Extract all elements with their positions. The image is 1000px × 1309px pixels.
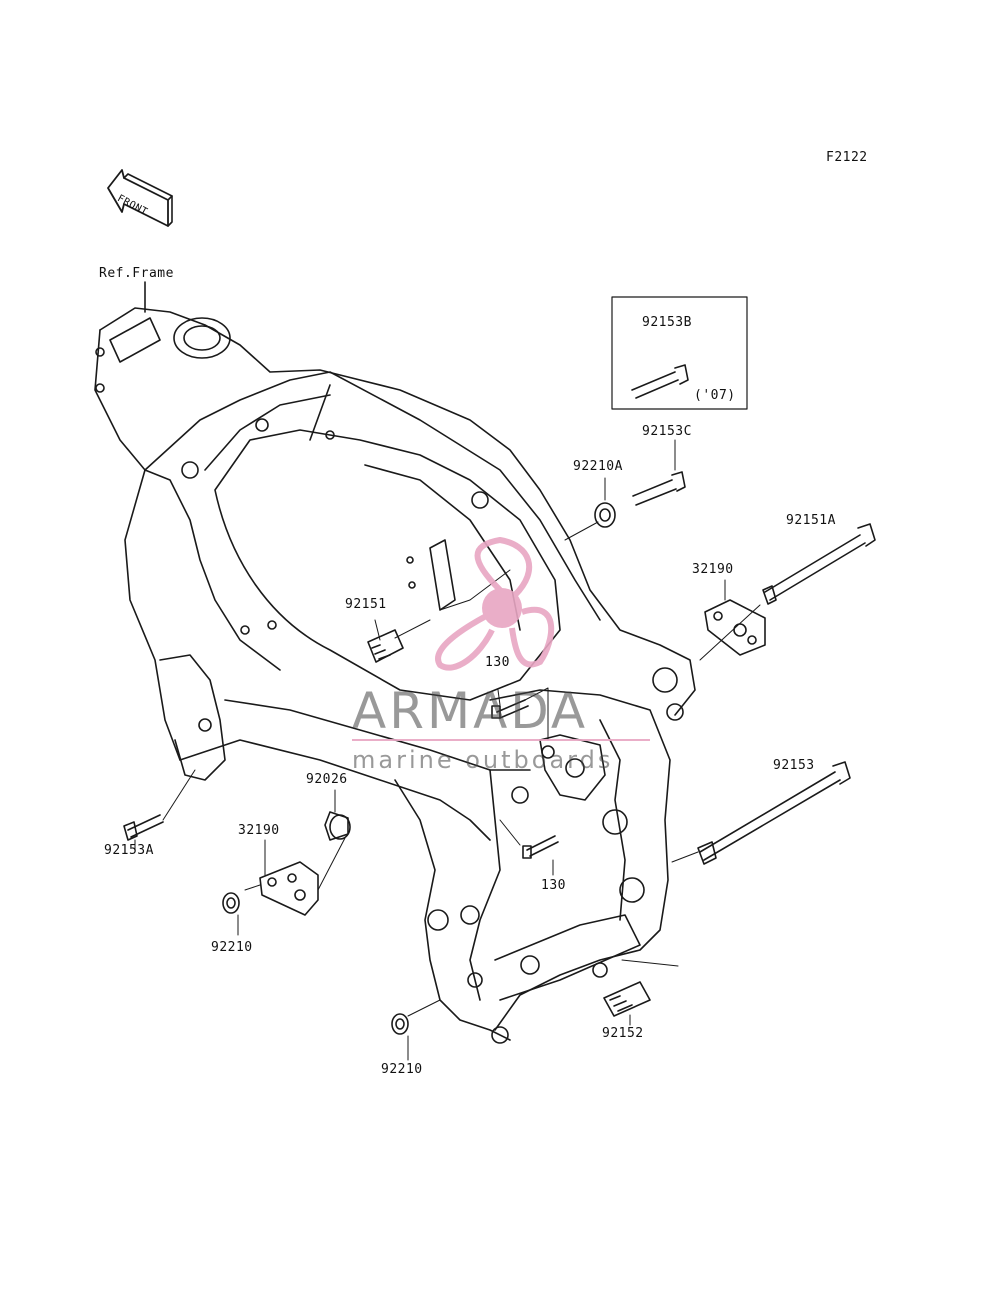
part-label-92026[interactable]: 92026 [306, 772, 348, 787]
part-label-92151[interactable]: 92151 [345, 597, 387, 612]
part-label-92210-left[interactable]: 92210 [211, 940, 253, 955]
nut-92210a [564, 477, 616, 541]
bolt-92153 [671, 761, 851, 865]
part-label-92210a[interactable]: 92210A [573, 459, 623, 474]
front-arrow-icon [107, 169, 173, 227]
part-label-32190-right[interactable]: 32190 [692, 562, 734, 577]
part-label-130-upper[interactable]: 130 [485, 655, 510, 670]
diagram-code: F2122 [826, 150, 868, 165]
part-label-92153b[interactable]: 92153B [642, 315, 692, 330]
ref-frame-label: Ref.Frame [99, 266, 174, 281]
nut-92210-left [222, 892, 240, 936]
part-label-92153[interactable]: 92153 [773, 758, 815, 773]
year-note: ('07) [694, 388, 736, 403]
part-label-92152[interactable]: 92152 [602, 1026, 644, 1041]
bracket-32190-left [244, 839, 319, 916]
watermark-title: ARMADA [352, 682, 589, 740]
part-label-92153c[interactable]: 92153C [642, 424, 692, 439]
part-label-92151a[interactable]: 92151A [786, 513, 836, 528]
bracket-32190-right [704, 579, 766, 656]
part-label-92210-bottom[interactable]: 92210 [381, 1062, 423, 1077]
bushing-92151 [367, 539, 511, 663]
bushing-92152 [603, 959, 679, 1026]
part-label-92153a[interactable]: 92153A [104, 843, 154, 858]
bolt-92153a [123, 769, 196, 851]
part-label-32190-left[interactable]: 32190 [238, 823, 280, 838]
variant-box-92153b [611, 296, 748, 410]
armada-propeller-logo [435, 536, 555, 671]
watermark-subtitle: marine outboards [352, 746, 614, 774]
spacer-92026 [317, 789, 351, 891]
part-label-130-lower[interactable]: 130 [541, 878, 566, 893]
bolt-92151a [699, 523, 876, 661]
bolt-92153c [632, 439, 686, 506]
bolt-130-lower [499, 819, 559, 876]
bolt-130-upper [491, 687, 549, 741]
nut-92210-bottom [391, 999, 441, 1061]
frame-body [94, 307, 696, 1044]
